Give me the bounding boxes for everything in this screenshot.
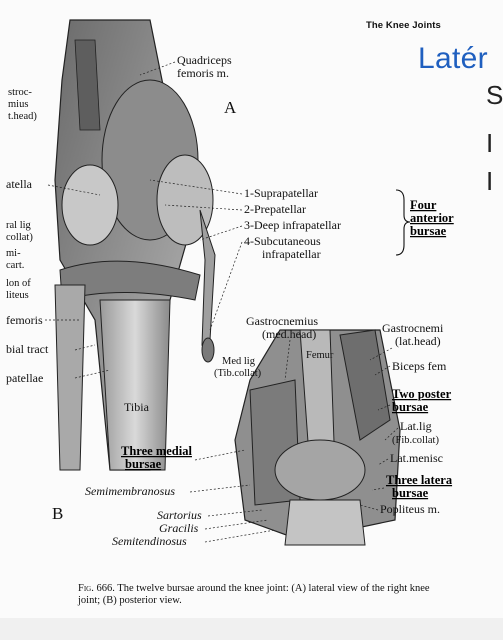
- label-quadriceps-1: Quadriceps: [177, 53, 232, 67]
- label-quadriceps-2: femoris m.: [177, 66, 229, 80]
- label-subcutaneous: 4-Subcutaneous: [244, 234, 321, 248]
- label-two-post-1: Two poster: [392, 387, 452, 401]
- label-a-left-1: stroc-: [8, 87, 32, 98]
- label-popliteus: Popliteus m.: [380, 502, 440, 516]
- four-anterior-brace: [395, 189, 411, 256]
- label-semitendinosus: Semitendinosus: [112, 534, 187, 548]
- label-a-left-12: bial tract: [6, 342, 49, 356]
- label-a-left-6: collat): [6, 232, 33, 243]
- label-biceps: Biceps fem: [392, 359, 447, 373]
- figure-b-drawing: [234, 329, 401, 546]
- label-four-1: Four: [410, 198, 437, 212]
- label-medlig-2: (Tib.collat): [214, 368, 262, 379]
- label-latmenisc: Lat.menisc: [390, 451, 443, 465]
- label-gracilis: Gracilis: [159, 521, 199, 535]
- label-suprapatellar: 1-Suprapatellar: [244, 186, 318, 200]
- label-infrapatellar: infrapatellar: [262, 247, 321, 261]
- label-three-med-1: Three medial: [121, 444, 192, 458]
- label-a-left-4: atella: [6, 177, 33, 191]
- label-a-left-9: lon of: [6, 278, 31, 289]
- figure-a-letter: A: [224, 98, 237, 117]
- footer-band: [0, 618, 503, 640]
- figure-caption: Fig. 666. The twelve bursae around the k…: [78, 583, 438, 607]
- slide-text-line-1: S: [486, 80, 503, 110]
- label-gastro-lat-2: (lat.head): [395, 334, 441, 348]
- label-three-lat-2: bursae: [392, 486, 429, 500]
- label-medlig-1: Med lig: [222, 356, 256, 367]
- label-a-left-2: mius: [8, 99, 28, 110]
- label-gastro-med-2: (med.head): [262, 327, 316, 341]
- label-two-post-2: bursae: [392, 400, 429, 414]
- label-sartorius: Sartorius: [157, 508, 202, 522]
- label-deep-infrapatellar: 3-Deep infrapatellar: [244, 218, 341, 232]
- label-tibia: Tibia: [124, 400, 150, 414]
- figure-b-letter: B: [52, 504, 63, 523]
- label-a-left-8: cart.: [6, 260, 24, 271]
- label-gastro-lat-1: Gastrocnemi: [382, 321, 444, 335]
- label-femur: Femur: [306, 350, 334, 361]
- caption-text: The twelve bursae around the knee joint:…: [78, 583, 430, 606]
- figure-a-leader-lines: [45, 61, 243, 379]
- label-a-left-10: liteus: [6, 290, 29, 301]
- label-prepatellar: 2-Prepatellar: [244, 202, 306, 216]
- slide-title-fragment: Latér: [418, 42, 488, 75]
- label-semimembranosus: Semimembranosus: [85, 484, 175, 498]
- label-gastro-med-1: Gastrocnemius: [246, 314, 318, 328]
- label-a-left-13: patellae: [6, 371, 43, 385]
- figure-a-drawing: [54, 19, 216, 471]
- figure-b-leader-lines: [189, 339, 399, 543]
- slide-text-line-3: I: [486, 166, 494, 196]
- label-three-lat-1: Three latera: [386, 473, 453, 487]
- label-latlig-2: (Fib.collat): [392, 435, 439, 446]
- label-a-left-11: femoris: [6, 313, 43, 327]
- label-three-med-2: bursae: [125, 457, 162, 471]
- label-a-left-5: ral lig: [6, 220, 32, 231]
- label-four-3: bursae: [410, 224, 447, 238]
- label-a-left-7: mi-: [6, 248, 21, 259]
- caption-figure-number: Fig. 666.: [78, 583, 115, 594]
- running-head: The Knee Joints: [366, 20, 441, 31]
- label-four-2: anterior: [410, 211, 454, 225]
- label-a-left-3: t.head): [8, 111, 37, 122]
- slide-text-line-2: I: [486, 128, 494, 158]
- label-latlig-1: Lat.lig: [400, 419, 432, 433]
